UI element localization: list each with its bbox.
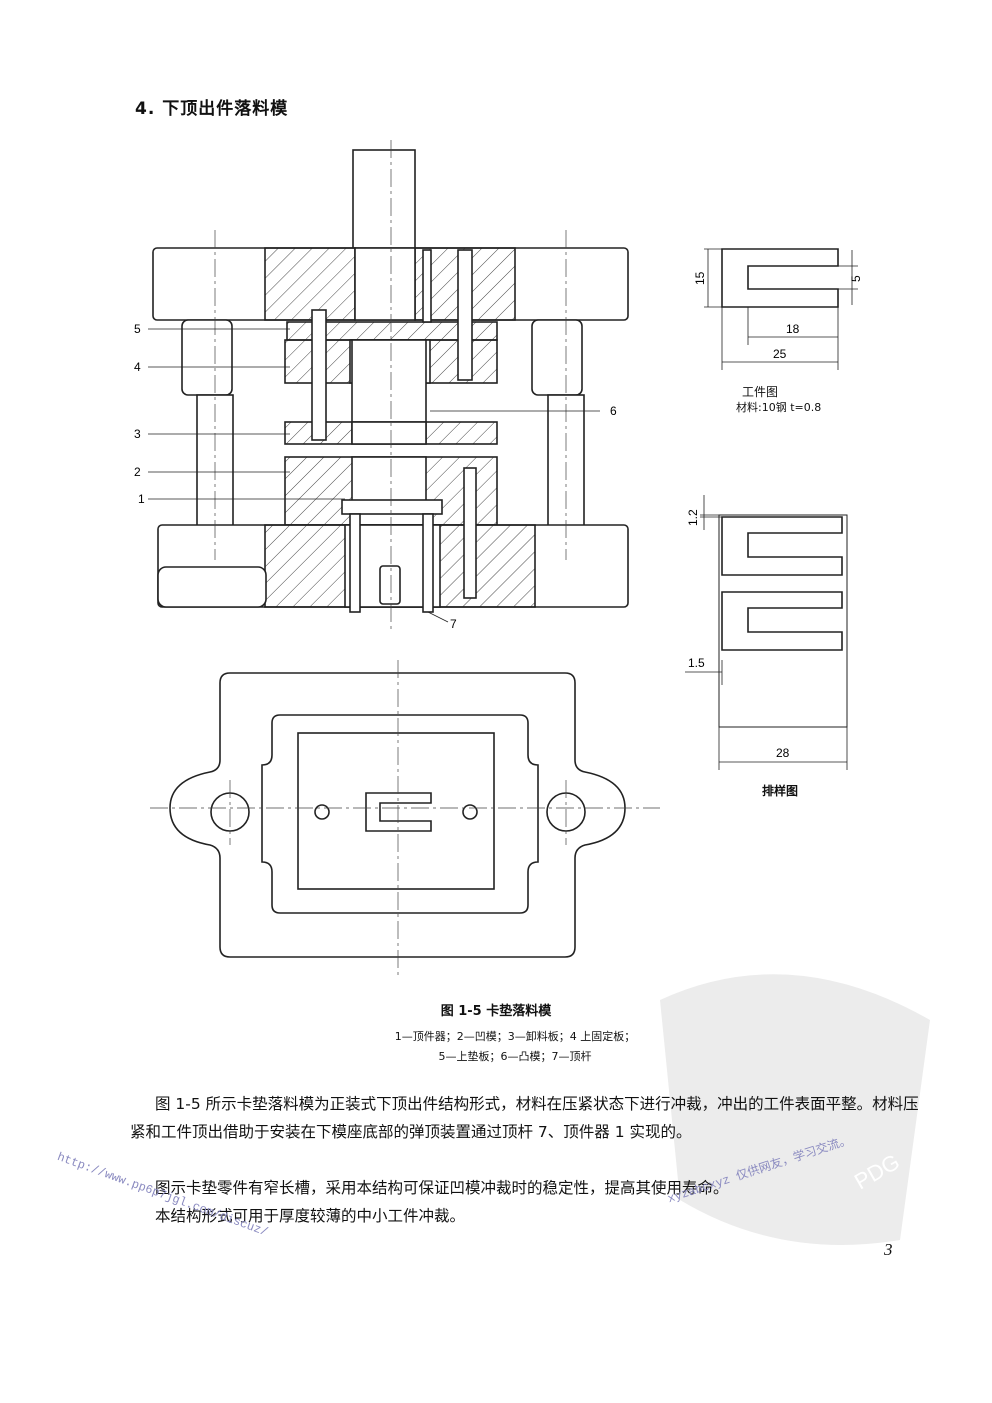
figure-legend-line: 1—顶件器；2—凹模；3—卸料板；4 上固定板； [394, 1030, 636, 1043]
part-label-7: 7 [450, 617, 457, 631]
die-drawing: 5 4 3 2 1 6 7 15 5 18 25 1.2 1.5 28 [134, 140, 863, 975]
body-paragraph: 图示卡垫零件有窄长槽，采用本结构可保证凹模冲裁时的稳定性，提高其使用寿命。 [155, 1179, 729, 1197]
dim-workpiece-inner: 18 [786, 322, 800, 336]
dim-layout-width: 28 [776, 746, 790, 760]
body-paragraph: 本结构形式可用于厚度较薄的中小工件冲裁。 [155, 1207, 466, 1225]
watermark-seal: PDG [660, 974, 930, 1245]
figure-caption: 图 1-5 卡垫落料模 [440, 1004, 552, 1019]
page-number: 3 [884, 1240, 893, 1259]
figure-legend-line: 5—上垫板；6—凸模；7—顶杆 [438, 1050, 592, 1063]
body-paragraph: 图 1-5 所示卡垫落料模为正装式下顶出件结构形式，材料在压紧状态下进行冲裁，冲… [130, 1095, 919, 1141]
workpiece-material: 材料:10钢 t=0.8 [736, 401, 822, 414]
section-heading: 4. 下顶出件落料模 [135, 99, 289, 119]
dim-layout-edge: 1.5 [688, 656, 705, 670]
dim-workpiece-height: 15 [693, 271, 707, 285]
part-label-6: 6 [610, 404, 617, 418]
part-label-5: 5 [134, 322, 141, 336]
dim-layout-gap: 1.2 [686, 509, 700, 526]
part-label-3: 3 [134, 427, 141, 441]
part-label-4: 4 [134, 360, 141, 374]
layout-title: 排样图 [762, 784, 799, 798]
dim-workpiece-slot: 5 [849, 275, 863, 282]
workpiece-title: 工件图 [742, 385, 779, 399]
dim-workpiece-width: 25 [773, 347, 787, 361]
part-label-1: 1 [138, 492, 145, 506]
part-label-2: 2 [134, 465, 141, 479]
